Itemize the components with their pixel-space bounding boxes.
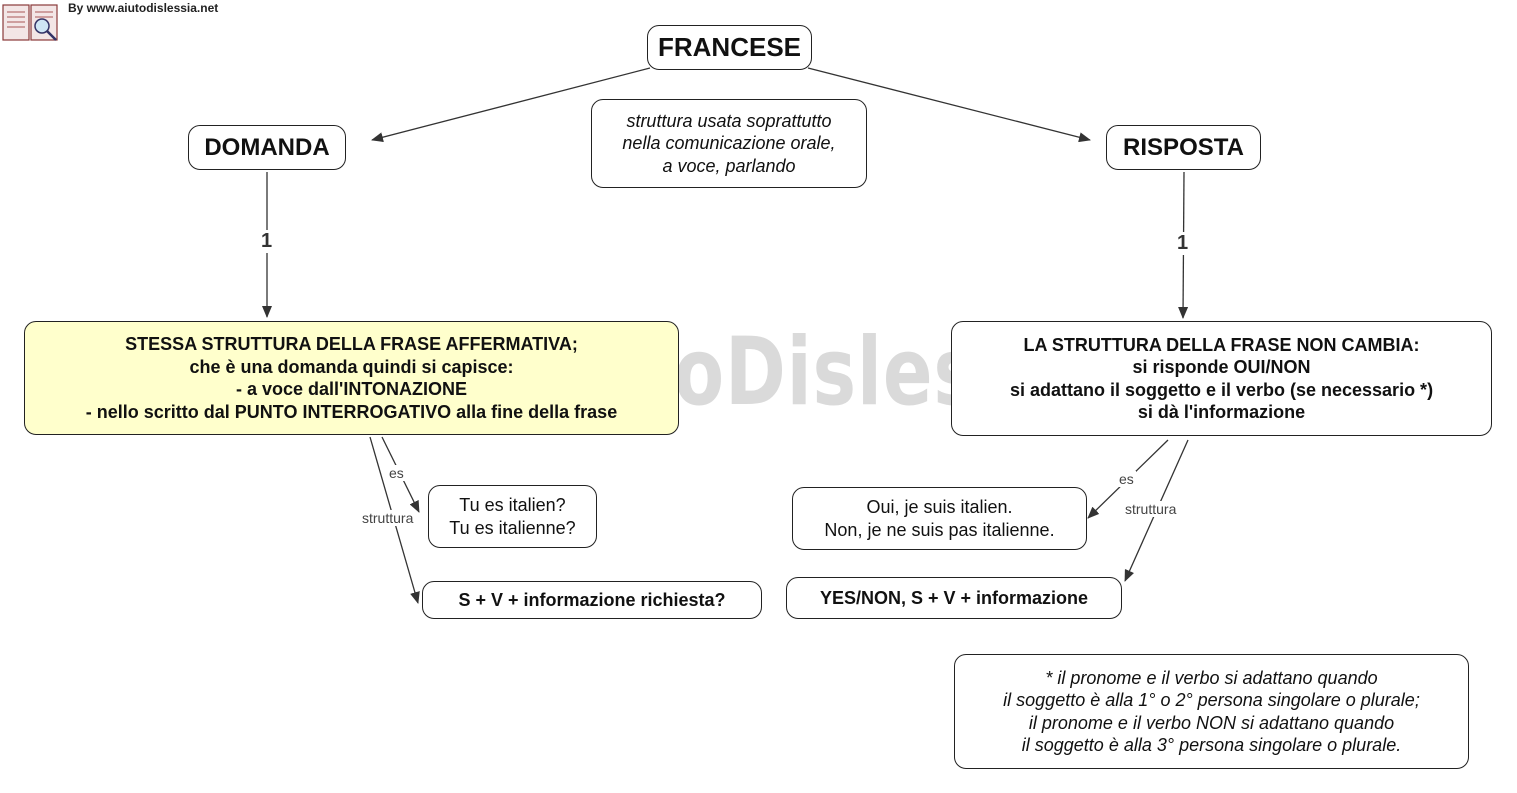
example-line: Tu es italienne? bbox=[449, 517, 576, 538]
detail-line: si risponde OUI/NON bbox=[1132, 357, 1311, 377]
node-domanda-example: Tu es italien? Tu es italienne? bbox=[428, 485, 597, 548]
example-line: Oui, je suis italien. bbox=[866, 497, 1013, 517]
note-line: struttura usata soprattutto bbox=[626, 110, 832, 131]
node-risposta-detail: LA STRUTTURA DELLA FRASE NON CAMBIA: si … bbox=[951, 321, 1492, 436]
detail-line: LA STRUTTURA DELLA FRASE NON CAMBIA: bbox=[1023, 334, 1420, 355]
example-line: Tu es italien? bbox=[459, 495, 566, 515]
footnote-line: il soggetto è alla 1° o 2° persona singo… bbox=[1003, 690, 1420, 710]
node-domanda-structure: S + V + informazione richiesta? bbox=[422, 581, 762, 619]
structure-text: S + V + informazione richiesta? bbox=[458, 589, 726, 610]
note-line: nella comunicazione orale, bbox=[622, 133, 836, 154]
note-line: a voce, parlando bbox=[662, 155, 796, 176]
node-francese-label: FRANCESE bbox=[657, 32, 801, 63]
example-line: Non, je ne suis pas italienne. bbox=[824, 519, 1055, 540]
edge-root-risposta bbox=[807, 67, 1091, 143]
node-domanda: DOMANDA bbox=[188, 125, 346, 170]
node-risposta-example: Oui, je suis italien. Non, je ne suis pa… bbox=[792, 487, 1087, 550]
node-domanda-detail: STESSA STRUTTURA DELLA FRASE AFFERMATIVA… bbox=[24, 321, 679, 435]
detail-line: si adattano il soggetto e il verbo (se n… bbox=[1009, 379, 1434, 400]
structure-text: YES/NON, S + V + informazione bbox=[819, 587, 1089, 608]
detail-line: si dà l'informazione bbox=[1137, 402, 1306, 422]
detail-line: STESSA STRUTTURA DELLA FRASE AFFERMATIVA… bbox=[125, 334, 578, 354]
site-credit: By www.aiutodislessia.net bbox=[68, 1, 219, 15]
node-francese: FRANCESE bbox=[647, 25, 812, 70]
node-risposta-structure: YES/NON, S + V + informazione bbox=[786, 577, 1122, 619]
book-logo-icon bbox=[2, 2, 60, 49]
detail-line: - nello scritto dal PUNTO INTERROGATIVO … bbox=[85, 401, 618, 422]
note-footnote: * il pronome e il verbo si adattano quan… bbox=[954, 654, 1469, 769]
detail-line: - a voce dall'INTONAZIONE bbox=[236, 379, 467, 399]
edge-root-domanda bbox=[371, 67, 651, 143]
detail-line: che è una domanda quindi si capisce: bbox=[189, 356, 514, 377]
edge-label-domanda-es: es bbox=[387, 465, 406, 481]
node-domanda-label: DOMANDA bbox=[204, 133, 330, 161]
edge-label-risposta-struttura: struttura bbox=[1123, 501, 1179, 517]
edge-label-risposta-es: es bbox=[1117, 471, 1136, 487]
footnote-line: il pronome e il verbo NON si adattano qu… bbox=[1028, 712, 1395, 733]
node-risposta: RISPOSTA bbox=[1106, 125, 1261, 170]
edge-label-risposta-link: 1 bbox=[1174, 232, 1192, 255]
node-risposta-label: RISPOSTA bbox=[1123, 133, 1244, 161]
edge-label-domanda-link: 1 bbox=[258, 230, 276, 253]
note-oral-usage: struttura usata soprattutto nella comuni… bbox=[591, 99, 867, 188]
footnote-line: * il pronome e il verbo si adattano quan… bbox=[1045, 667, 1378, 688]
footnote-line: il soggetto è alla 3° persona singolare … bbox=[1021, 735, 1402, 755]
edge-label-domanda-struttura: struttura bbox=[360, 510, 416, 526]
